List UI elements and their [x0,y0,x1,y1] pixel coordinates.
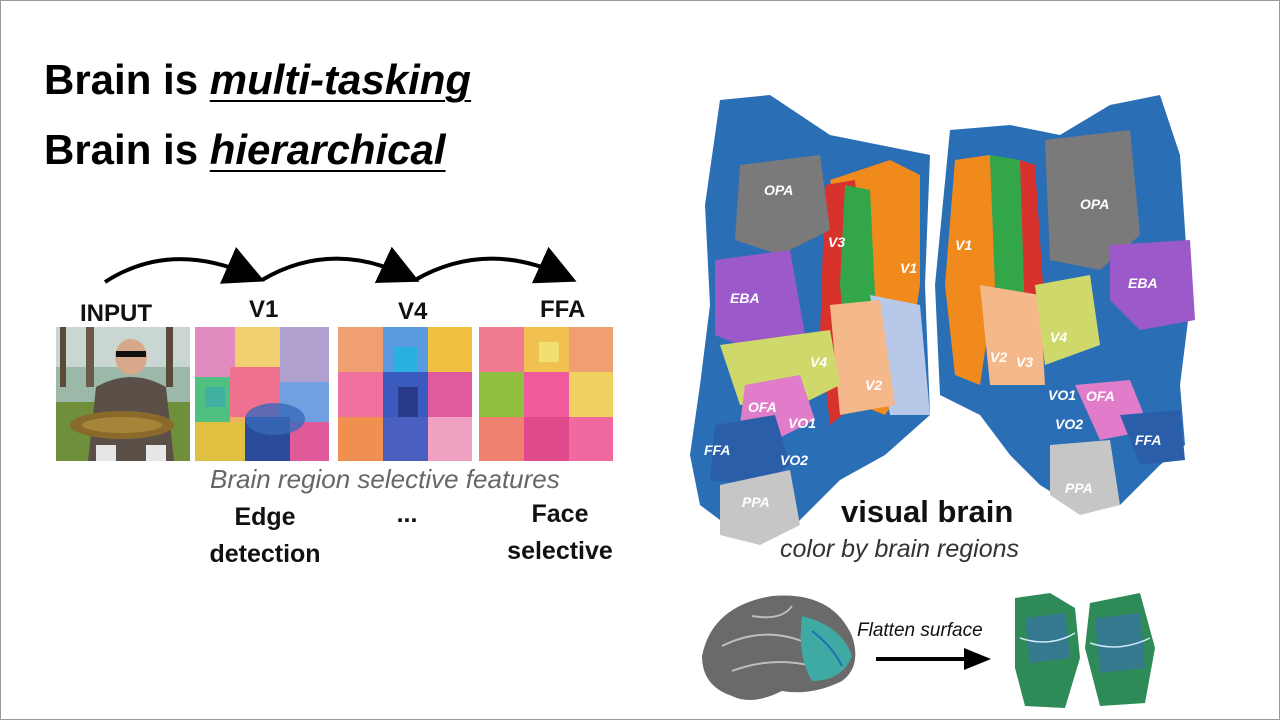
region-label-ffa-right: FFA [1135,432,1161,448]
region-label-opa-left: OPA [764,182,793,198]
inflated-brain-image [702,595,856,700]
arrow-v4-to-ffa [414,246,577,284]
flatten-surface-label: Flatten surface [857,620,983,641]
region-label-ppa-left: PPA [742,494,770,510]
ffa-feature-map-illustration [479,327,613,461]
region-label-vo2-right: VO2 [1055,416,1083,432]
region-label-v3-left: V3 [828,234,845,250]
region-label-vo2-left: VO2 [780,452,808,468]
flatten-arrow [876,648,991,670]
title-prefix: Brain is [44,56,210,103]
region-label-ppa-right: PPA [1065,480,1093,496]
region-label-vo1-left: VO1 [788,415,816,431]
stage-label-v4: V4 [398,298,428,325]
flatmap-title: visual brain [841,494,1014,529]
region-label-ofa-right: OFA [1086,388,1115,404]
region-label-v2-right: V2 [990,349,1007,365]
desc-ellipsis: ... [396,500,418,528]
region-label-eba-left: EBA [730,290,760,306]
stage-label-ffa: FFA [540,296,586,323]
region-label-vo1-right: VO1 [1048,387,1076,403]
stage-label-input: INPUT [80,300,152,327]
input-photo [56,327,190,461]
right-hemisphere: V1 OPA EBA V4 V2 V3 VO1 OFA VO2 FFA PPA [935,95,1195,515]
desc-face-selective: Face selective [507,500,613,565]
region-label-eba-right: EBA [1128,275,1158,291]
ffa-feature-map [479,327,613,461]
stage-label-v1: V1 [249,296,279,323]
region-label-v3-right: V3 [1016,354,1033,370]
title-prefix: Brain is [44,126,210,173]
region-label-ofa-left: OFA [748,399,777,415]
flatmap-subtitle: color by brain regions [780,535,1020,563]
left-hemisphere: OPA V3 V1 EBA V4 V2 OFA VO1 VO2 FFA PPA [690,95,930,545]
region-label-v1-left: V1 [900,260,917,276]
desc-edge-detection: Edge detection [209,503,321,568]
visual-brain-flatmap: OPA V3 V1 EBA V4 V2 OFA VO1 VO2 FFA PPA … [690,95,1195,545]
region-label-v1-right: V1 [955,237,972,253]
flatmap-thumbnail [1015,593,1155,708]
features-caption: Brain region selective features [210,464,560,494]
region-label-v4-left: V4 [810,354,827,370]
v4-feature-map-illustration [338,327,472,461]
v1-feature-map-illustration [195,327,329,461]
title-emphasis-hierarchical: hierarchical [209,126,446,173]
region-label-v2-left: V2 [865,377,882,393]
title-hierarchical: Brain is hierarchical [44,126,446,174]
region-label-v4-right: V4 [1050,329,1067,345]
v1-feature-map [195,327,329,461]
arrow-input-to-v1 [103,247,265,284]
region-label-opa-right: OPA [1080,196,1109,212]
arrow-v1-to-v4 [260,246,420,283]
v4-feature-map [338,327,472,461]
hierarchy-arrows [103,246,577,284]
input-photo-illustration [56,327,190,461]
title-emphasis-multitasking: multi-tasking [209,56,472,103]
title-multitasking: Brain is multi-tasking [44,56,471,104]
region-label-ffa-left: FFA [704,442,730,458]
